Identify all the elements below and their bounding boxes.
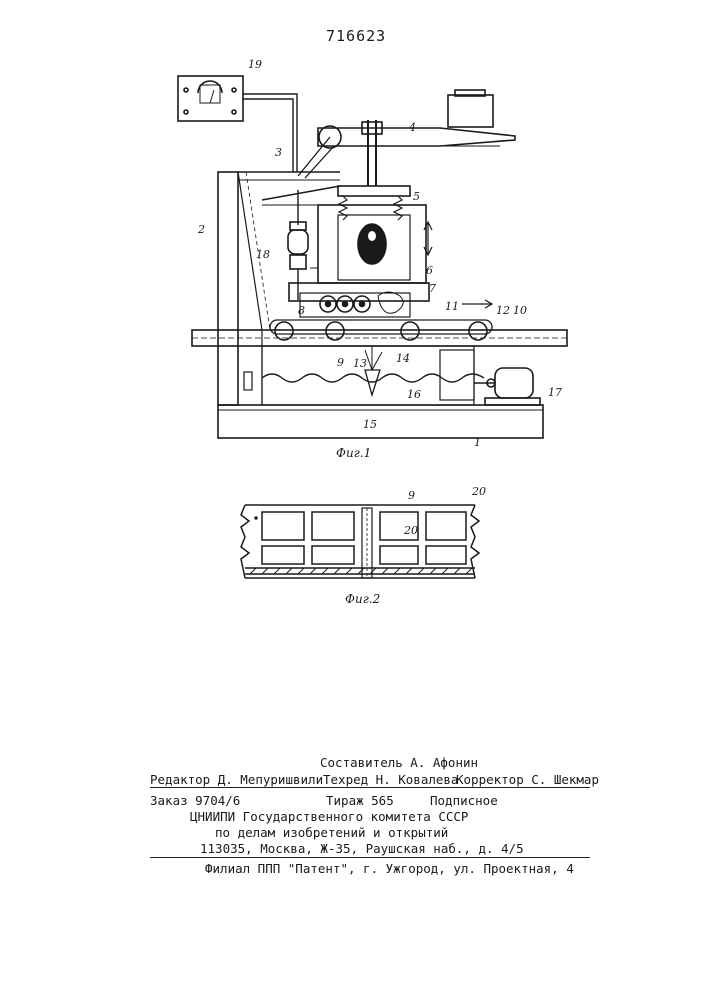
figure-2-caption: Фиг.2: [345, 592, 380, 606]
fig2-label-9: 9: [408, 489, 415, 502]
footer-print-run: Тираж 565: [326, 793, 394, 808]
footer-order: Заказ 9704/6: [150, 793, 240, 808]
label-11: 11: [445, 300, 459, 313]
label-8: 8: [298, 304, 305, 317]
footer-branch: Филиал ППП "Патент", г. Ужгород, ул. Про…: [205, 861, 574, 876]
label-1: 1: [474, 436, 481, 449]
footer-corrector: Корректор С. Шекмар: [456, 772, 599, 787]
footer-rule-bottom: [150, 857, 590, 858]
figure-1-drawing: 1 2 3 4 5 6 7 8 9 10 11 12 13 14 15 16 1…: [0, 0, 707, 470]
label-19: 19: [248, 58, 262, 71]
footer-subscription: Подписное: [430, 793, 498, 808]
label-2: 2: [197, 223, 205, 236]
label-4: 4: [408, 121, 416, 134]
label-18: 18: [256, 248, 270, 261]
label-17: 17: [548, 386, 562, 399]
footer-org: ЦНИИПИ Государственного комитета СССР: [190, 809, 468, 824]
figure-2-drawing: 9 20 20: [0, 480, 707, 590]
label-7: 7: [429, 282, 436, 295]
fig2-label-20b: 20: [403, 524, 418, 537]
label-16: 16: [407, 388, 421, 401]
label-13: 13: [353, 357, 367, 370]
figure-1-caption: Фиг.1: [336, 446, 371, 460]
footer-address: 113035, Москва, Ж-35, Раушская наб., д. …: [200, 841, 524, 856]
drive-unit: [448, 95, 493, 127]
label-5: 5: [413, 190, 420, 203]
label-14: 14: [396, 352, 410, 365]
fig2-label-20a: 20: [471, 485, 486, 498]
label-9: 9: [337, 356, 344, 369]
footer-rule-top: [150, 787, 590, 788]
footer-compiler: Составитель А. Афонин: [320, 755, 478, 770]
footer-org2: по делам изобретений и открытий: [215, 825, 448, 840]
footer-techred: Техред Н. Ковалева: [323, 772, 458, 787]
label-12: 12: [496, 304, 510, 317]
label-6: 6: [426, 264, 433, 277]
footer-editor: Редактор Д. Мепуришвили: [150, 772, 323, 787]
label-15: 15: [363, 418, 377, 431]
carriage: [289, 283, 429, 301]
motor: [495, 368, 533, 398]
label-3: 3: [275, 146, 282, 159]
housing-wall: [218, 172, 238, 405]
label-10: 10: [513, 304, 527, 317]
